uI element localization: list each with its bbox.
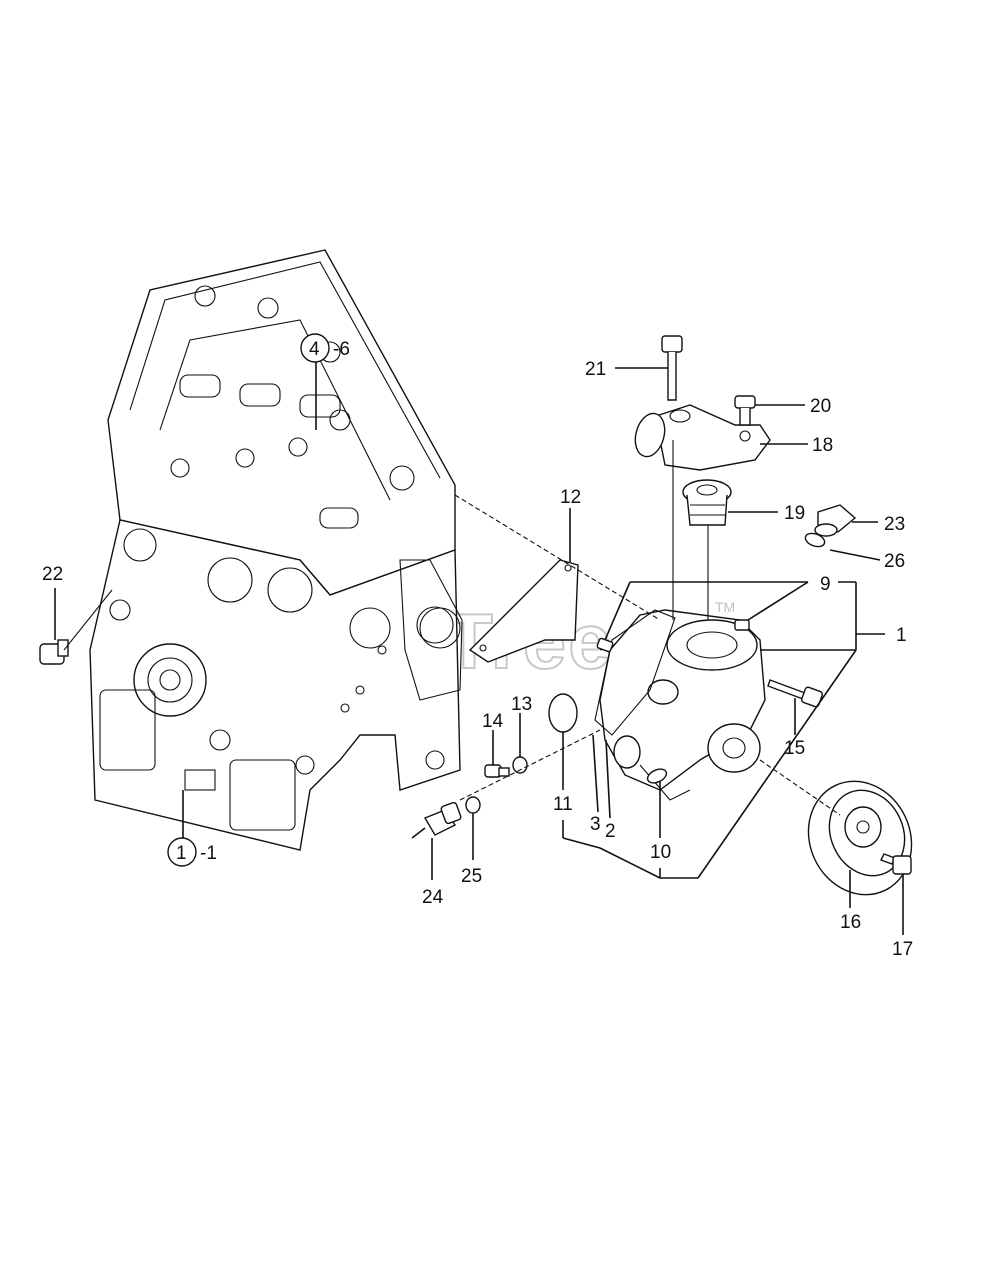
label-14: 14 <box>482 711 504 732</box>
label-12: 12 <box>560 487 581 508</box>
o-ring-10 <box>646 768 668 784</box>
plug-22 <box>39 639 69 665</box>
sensor-24 <box>411 801 462 839</box>
label-2: 2 <box>605 821 616 842</box>
label-18: 18 <box>812 435 833 456</box>
label-26: 26 <box>884 551 905 572</box>
label-1: 1 <box>896 625 907 646</box>
label-4-suffix: -6 <box>333 339 350 360</box>
plug-23 <box>814 504 857 537</box>
o-ring-11 <box>548 693 578 733</box>
label-4: 4 <box>309 339 320 360</box>
label-23: 23 <box>884 514 905 535</box>
bolt-15 <box>767 679 824 708</box>
watermark-tm: TM <box>715 599 735 615</box>
circle-callout-4 <box>300 333 330 363</box>
label-24: 24 <box>422 887 444 908</box>
label-17: 17 <box>892 939 913 960</box>
label-22: 22 <box>42 564 63 585</box>
leader-lines <box>54 362 904 935</box>
washer-25 <box>465 796 481 814</box>
callout-labels: 21 20 18 19 23 26 9 1 12 22 13 14 15 11 … <box>42 333 913 960</box>
label-21: 21 <box>585 359 606 380</box>
label-13: 13 <box>511 694 532 715</box>
bolt-21 <box>661 335 683 401</box>
gasket-12-drawing <box>468 559 579 663</box>
label-19: 19 <box>784 503 805 524</box>
washer-26 <box>804 532 826 548</box>
label-1-1-suffix: -1 <box>200 843 217 864</box>
thermostat-housing-18 <box>634 404 771 471</box>
label-1-1: 1 <box>176 843 187 864</box>
engine-block-drawing <box>89 249 463 851</box>
plug-14 <box>484 764 510 778</box>
label-9: 9 <box>820 574 831 595</box>
thermostat-19 <box>682 479 732 526</box>
label-15: 15 <box>784 738 805 759</box>
bolt-17 <box>880 853 912 875</box>
label-20: 20 <box>810 396 831 417</box>
label-25: 25 <box>461 866 482 887</box>
bolt-20 <box>734 395 756 426</box>
label-3: 3 <box>590 814 601 835</box>
label-16: 16 <box>840 912 861 933</box>
label-10: 10 <box>650 842 671 863</box>
circle-callout-1 <box>167 837 197 867</box>
bolts-9 <box>596 619 750 653</box>
label-11: 11 <box>553 794 573 815</box>
pulley-16 <box>807 780 913 896</box>
water-pump-drawing <box>599 609 766 801</box>
